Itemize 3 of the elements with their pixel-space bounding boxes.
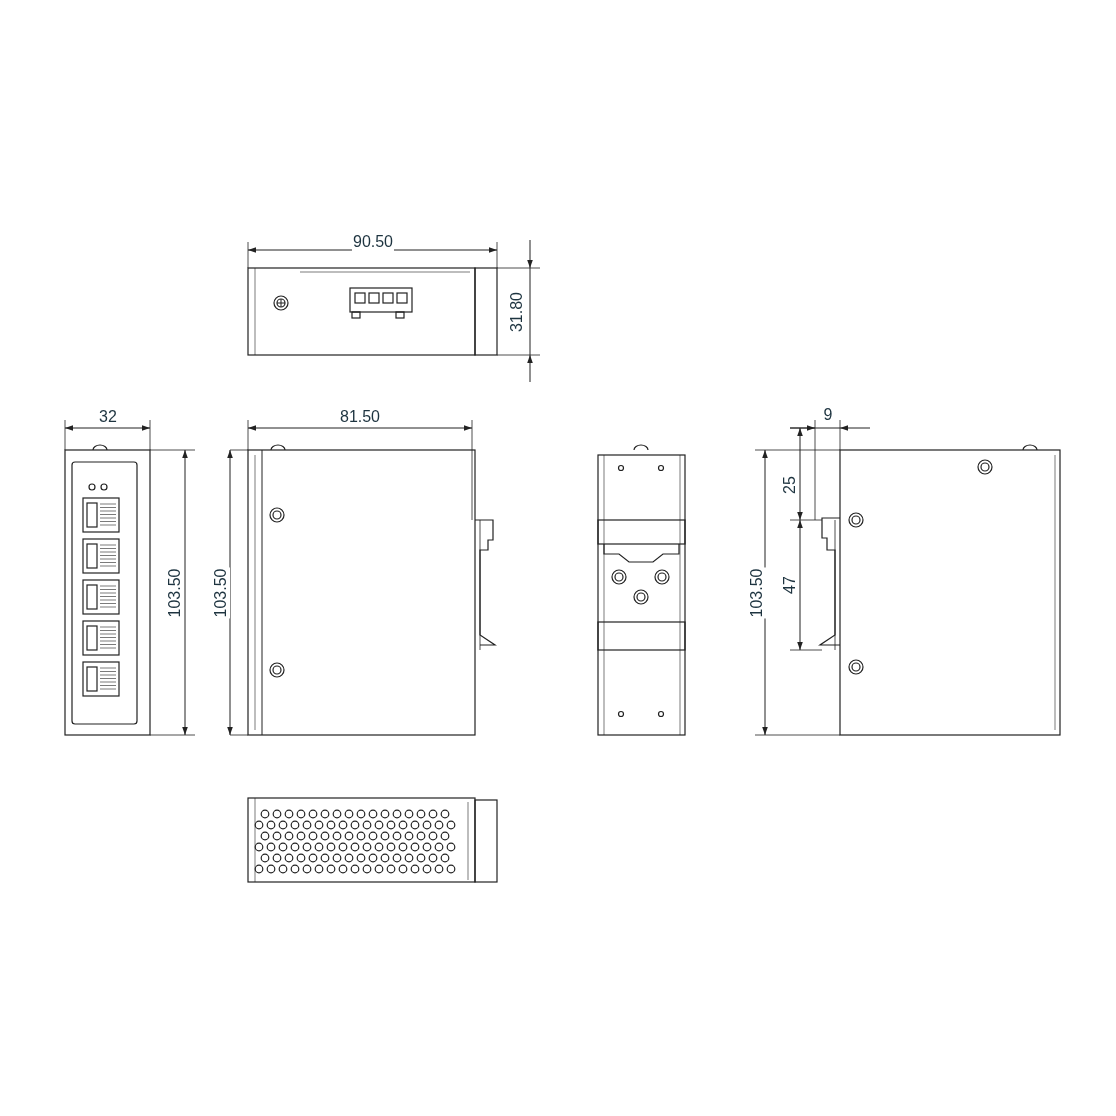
dimension-label: 103.50 (748, 567, 766, 619)
dimension-label: 103.50 (212, 567, 230, 619)
dimension-label: 90.50 (352, 233, 394, 251)
